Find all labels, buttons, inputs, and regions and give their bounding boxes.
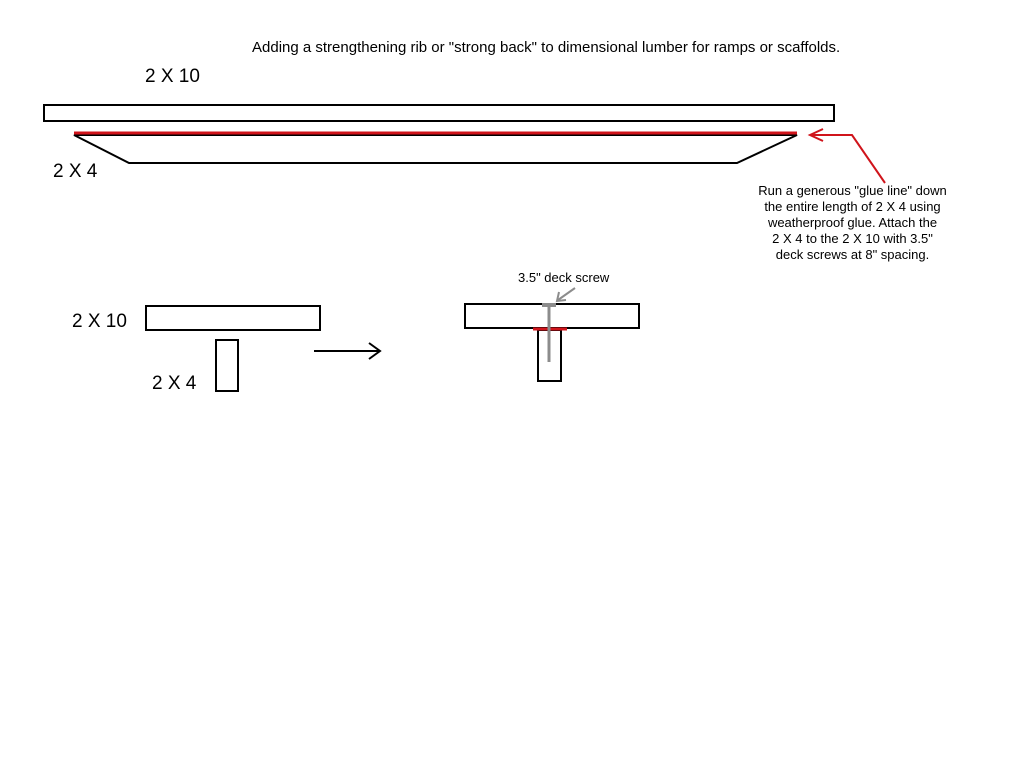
deck-screw-label: 3.5" deck screw [518, 270, 610, 285]
diagram-title: Adding a strengthening rib or "strong ba… [252, 39, 841, 56]
note-line: weatherproof glue. Attach the [767, 215, 938, 230]
note-line: deck screws at 8" spacing. [775, 247, 930, 262]
section-2x10-board [145, 305, 321, 331]
side-view-2x4-label: 2 X 4 [53, 161, 98, 182]
glue-callout-arrow [810, 134, 886, 184]
section-2x10-label: 2 X 10 [72, 311, 127, 332]
note-line: 2 X 4 to the 2 X 10 with 3.5" [772, 231, 933, 246]
screw-callout-arrow [557, 287, 576, 301]
deck-screw-head [542, 303, 556, 307]
note-line: Run a generous "glue line" down [758, 183, 947, 198]
side-view-2x10-board [43, 104, 835, 122]
assembled-2x10-board [464, 303, 640, 329]
glue-callout-arrowhead [807, 128, 824, 142]
note-line: the entire length of 2 X 4 using [764, 199, 941, 214]
section-2x4-label: 2 X 4 [152, 373, 197, 394]
glue-instructions-note: Run a generous "glue line" down the enti… [730, 183, 975, 263]
section-2x4-rib [215, 339, 239, 392]
side-view-2x4-rib [73, 134, 798, 164]
assembly-arrowhead [368, 342, 382, 360]
screw-callout-arrowhead [555, 291, 567, 303]
side-view-2x10-label: 2 X 10 [145, 66, 200, 87]
